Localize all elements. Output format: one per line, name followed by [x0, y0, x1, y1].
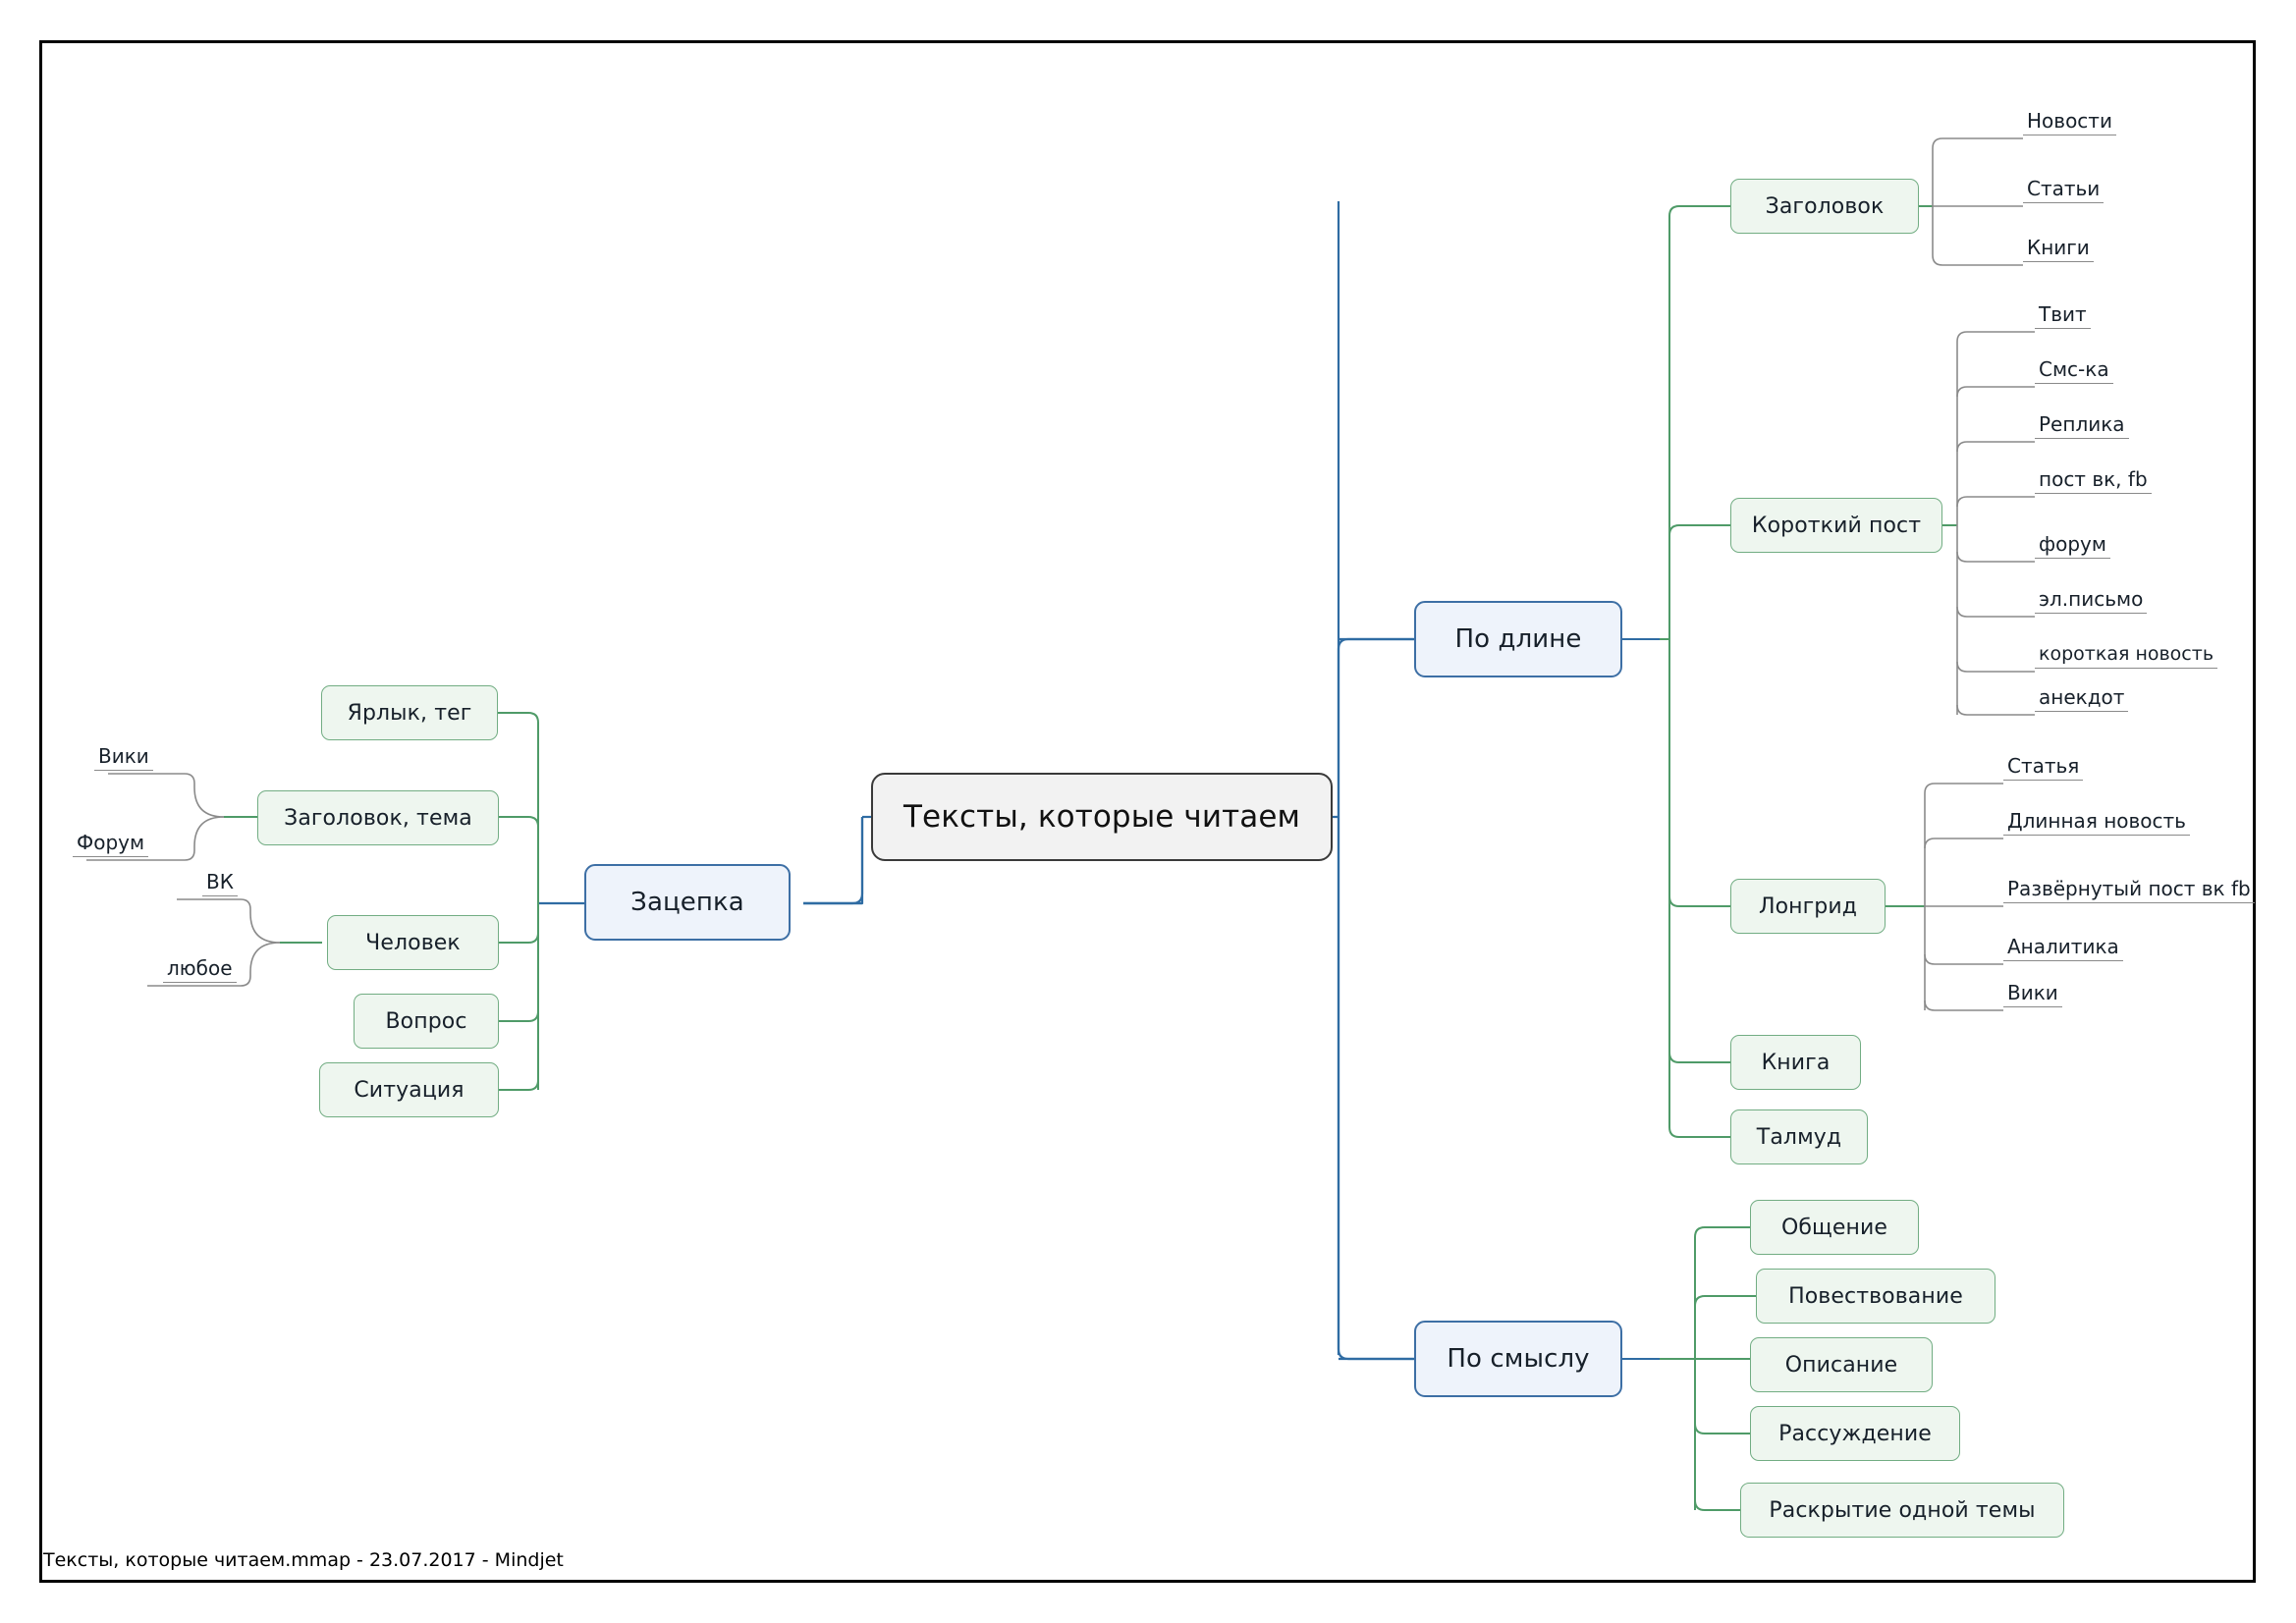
node-raskrytie-odnoy-temy[interactable]: Раскрытие одной темы: [1740, 1483, 2064, 1538]
leaf-lyuboe[interactable]: любое: [163, 957, 237, 983]
node-chelovek[interactable]: Человек: [327, 915, 499, 970]
branch-node-po-smyslu[interactable]: По смыслу: [1414, 1321, 1622, 1397]
node-opisanie[interactable]: Описание: [1750, 1337, 1933, 1392]
node-situaciya[interactable]: Ситуация: [319, 1062, 499, 1117]
leaf-analitika[interactable]: Аналитика: [2003, 936, 2123, 961]
node-povestvovanie[interactable]: Повествование: [1756, 1269, 1995, 1324]
leaf-novosti[interactable]: Новости: [2023, 110, 2116, 135]
leaf-anekdot[interactable]: анекдот: [2035, 686, 2129, 712]
leaf-tvit[interactable]: Твит: [2035, 303, 2091, 329]
node-kniga[interactable]: Книга: [1730, 1035, 1861, 1090]
leaf-viki-left[interactable]: Вики: [94, 745, 153, 771]
leaf-forum[interactable]: форум: [2035, 533, 2110, 559]
leaf-post-vk-fb[interactable]: пост вк, fb: [2035, 468, 2152, 494]
leaf-korotkaya-novost[interactable]: короткая новость: [2035, 644, 2218, 669]
leaf-stati[interactable]: Статьи: [2023, 178, 2105, 203]
leaf-razvyornutyy-post[interactable]: Развёрнутый пост вк fb: [2003, 878, 2255, 903]
node-yarlyk-teg[interactable]: Ярлык, тег: [321, 685, 498, 740]
leaf-forum-left[interactable]: Форум: [73, 832, 149, 857]
node-obshchenie[interactable]: Общение: [1750, 1200, 1919, 1255]
leaf-replika[interactable]: Реплика: [2035, 413, 2129, 439]
leaf-statya[interactable]: Статья: [2003, 755, 2084, 781]
leaf-sms-ka[interactable]: Смс-ка: [2035, 358, 2113, 384]
node-zagolovok-tema[interactable]: Заголовок, тема: [257, 790, 499, 845]
leaf-dlinnaya-novost[interactable]: Длинная новость: [2003, 810, 2190, 836]
node-zagolovok[interactable]: Заголовок: [1730, 179, 1919, 234]
node-rassuzhdenie[interactable]: Рассуждение: [1750, 1406, 1960, 1461]
branch-node-zacepka[interactable]: Зацепка: [584, 864, 791, 941]
node-vopros[interactable]: Вопрос: [354, 994, 499, 1049]
leaf-knigi[interactable]: Книги: [2023, 237, 2094, 262]
node-korotkiy-post[interactable]: Короткий пост: [1730, 498, 1942, 553]
leaf-el-pismo[interactable]: эл.письмо: [2035, 588, 2148, 614]
node-longrid[interactable]: Лонгрид: [1730, 879, 1886, 934]
footer-label: Тексты, которые читаем.mmap - 23.07.2017…: [43, 1549, 564, 1571]
branch-node-po-dline[interactable]: По длине: [1414, 601, 1622, 677]
root-node[interactable]: Тексты, которые читаем: [871, 773, 1333, 861]
leaf-vk[interactable]: ВК: [202, 871, 238, 896]
leaf-viki-right[interactable]: Вики: [2003, 982, 2062, 1007]
node-talmud[interactable]: Талмуд: [1730, 1109, 1868, 1164]
